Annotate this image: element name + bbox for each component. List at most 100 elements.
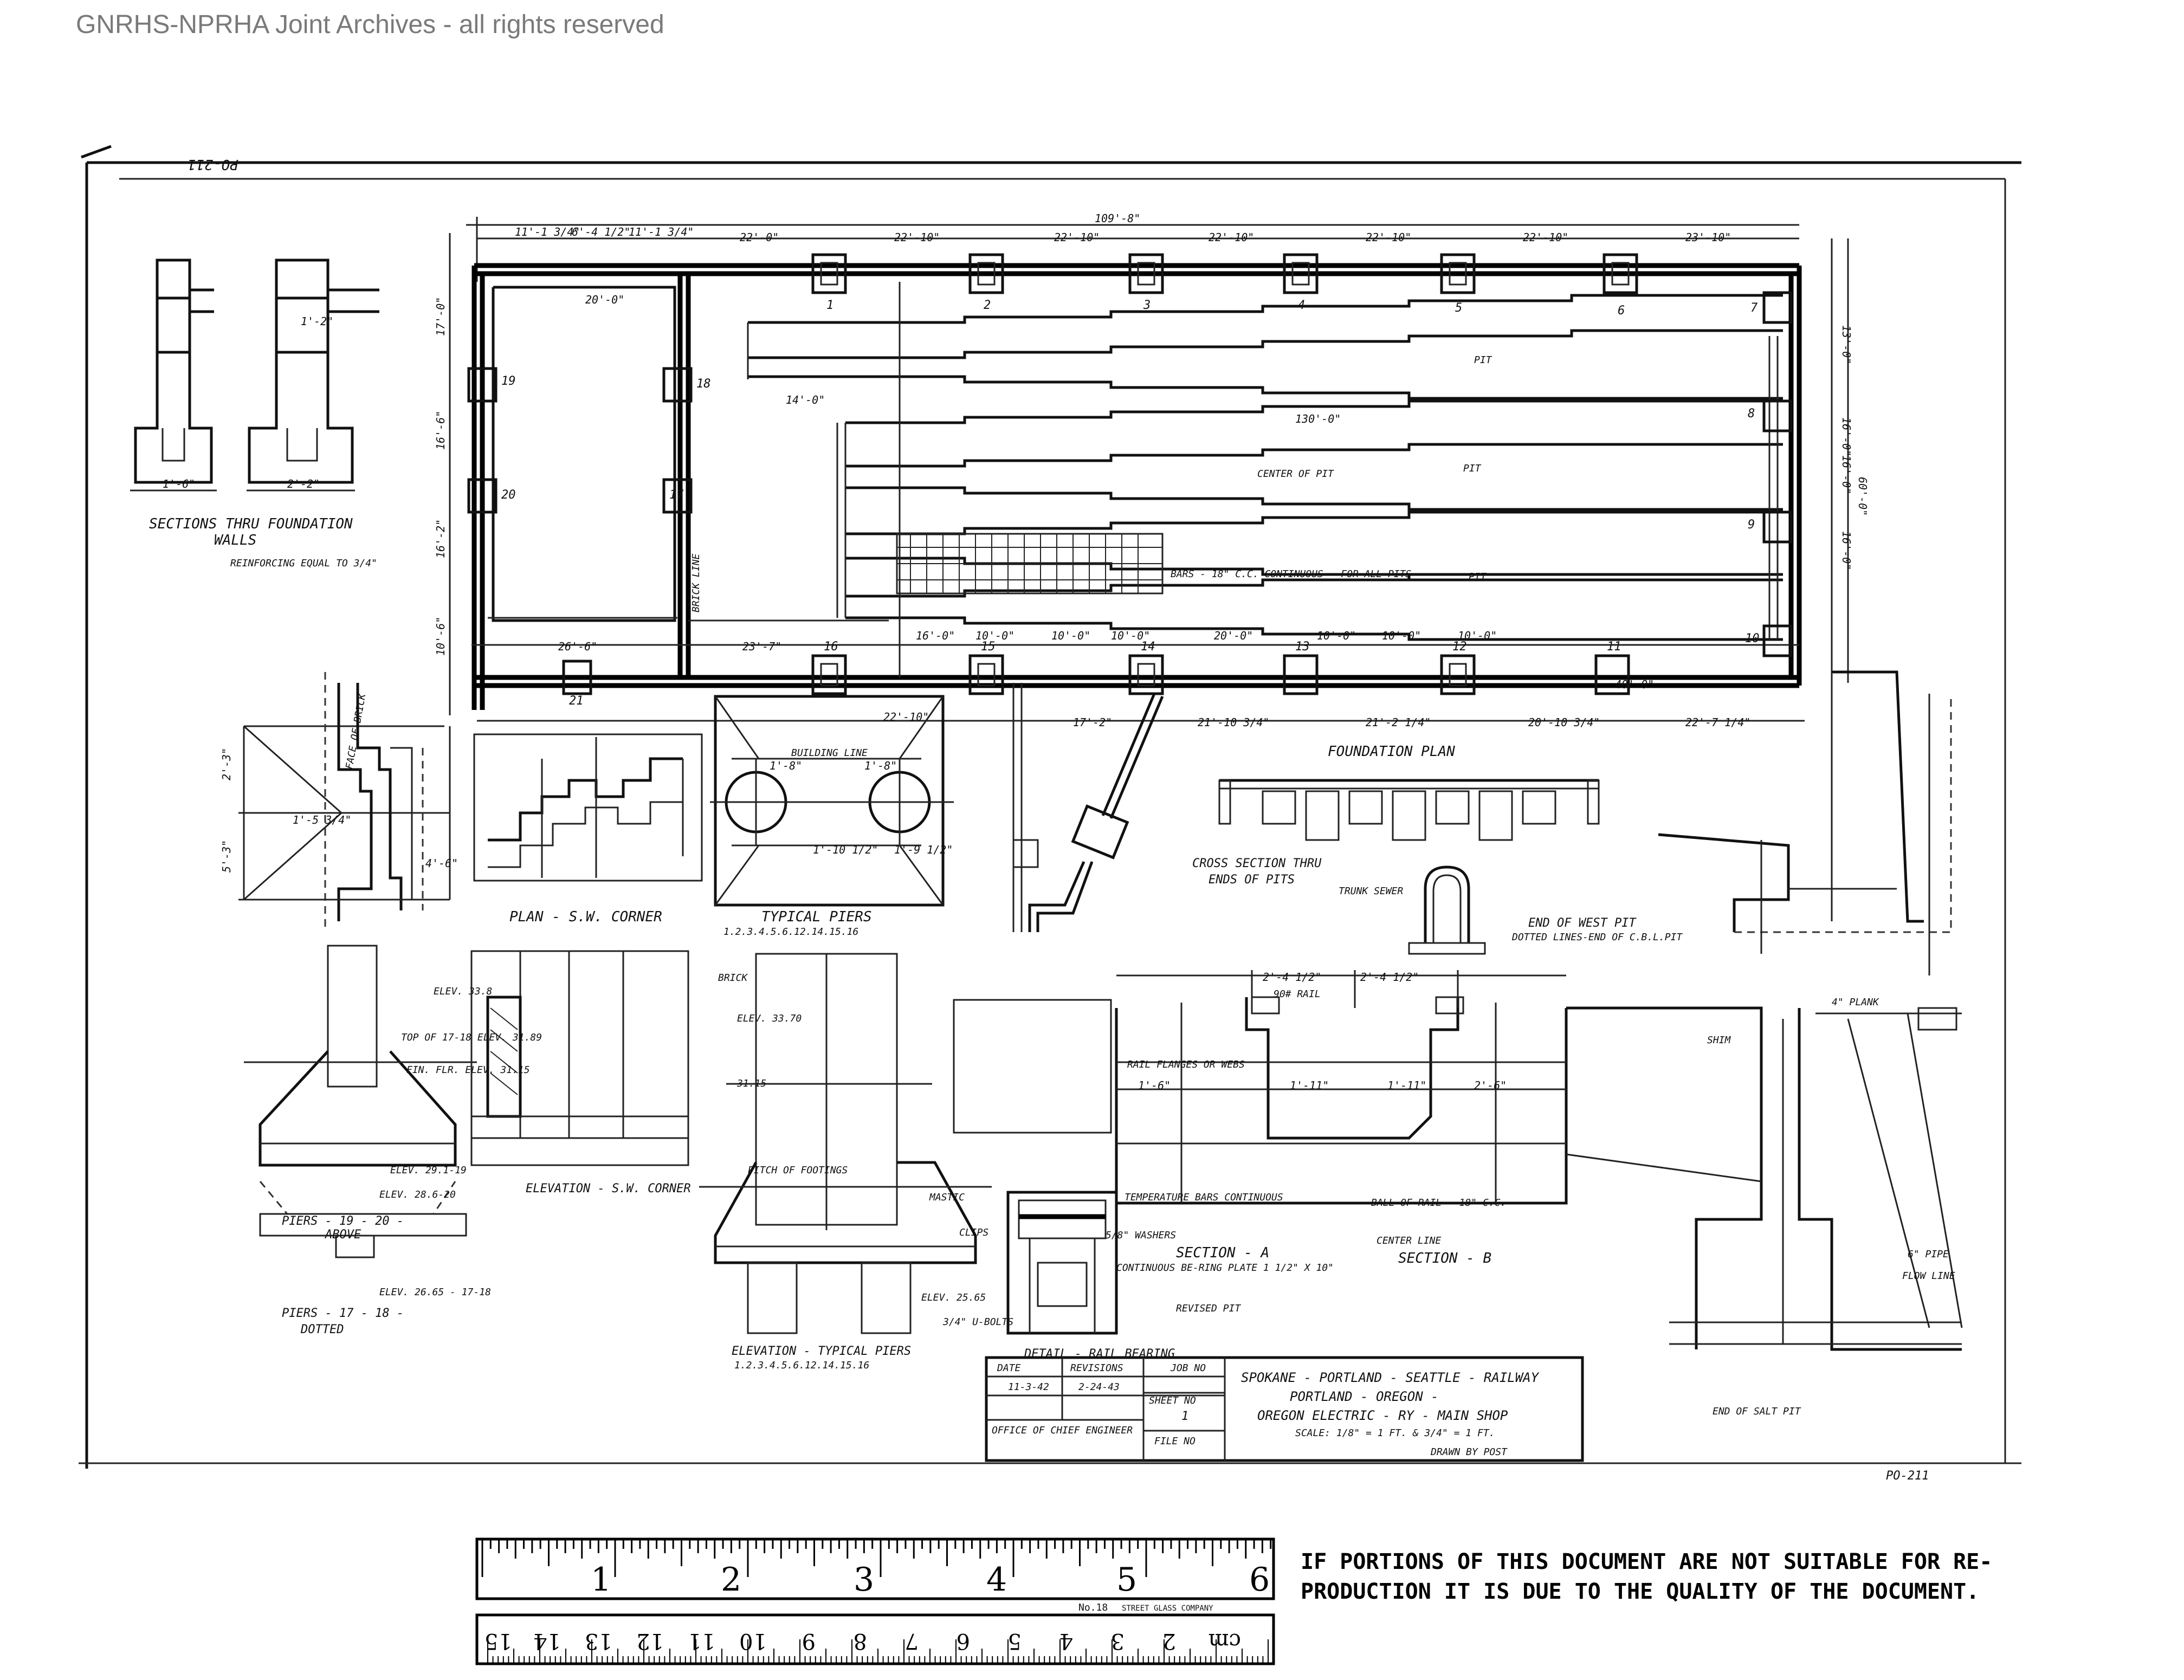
section-a-label: BALL OF RAIL - 18" C.C. (1371, 1197, 1506, 1209)
dim-label: 10'-0" (1111, 629, 1150, 642)
overall-length: 109'-8" (1095, 212, 1140, 225)
dim-label: 16'-0" (1840, 455, 1853, 494)
pier-number: 1 (826, 299, 833, 312)
pier-number: 18 (696, 377, 711, 391)
dim-label: 2'-6" (1474, 1079, 1507, 1092)
dim-label: 1'-2" (301, 315, 333, 328)
elev-label: ELEV. 29.1-19 (390, 1165, 467, 1176)
title-block (985, 1356, 1584, 1462)
elev-label: ELEV. 28.6-20 (379, 1189, 456, 1200)
ruler-inch-label: 4 (986, 1561, 1007, 1599)
ruler-cm-label: 14 (533, 1629, 561, 1653)
notice-line-2: PRODUCTION IT IS DUE TO THE QUALITY OF T… (1301, 1579, 1979, 1604)
foundation-plan (449, 217, 1849, 722)
dim-label: 16'-0" (916, 629, 955, 642)
end-salt-pit-label: END OF SALT PIT (1713, 1406, 1801, 1417)
ruler-inch-label: 2 (721, 1561, 741, 1599)
dim-label: 22'-10" (1523, 231, 1568, 244)
center-of-pit-label: CENTER OF PIT (1257, 468, 1334, 480)
width-20: 20'-0" (585, 293, 624, 306)
dim-label: 1'-11" (1290, 1079, 1329, 1092)
dim-label: 20'-10 3/4" (1528, 716, 1600, 729)
wall-sections: 1'-6" 2'-2" 1'-2" (130, 259, 379, 492)
ruler-inch-label: 1 (591, 1561, 611, 1599)
job-label: JOB NO (1170, 1362, 1206, 1374)
pier-number: 8 (1748, 407, 1755, 421)
pier-number: 4 (1298, 299, 1305, 312)
dim-label: 1'-9 1/2" (894, 843, 953, 856)
dim-label: 22'-0" (740, 231, 779, 244)
dim-label: 16'-0" (1840, 417, 1853, 456)
pitch-label: PITCH OF FOOTINGS (748, 1165, 848, 1176)
ruler-cm-label: 7 (905, 1629, 919, 1653)
dim-label: 21'-10 3/4" (1198, 716, 1269, 729)
ruler-inch-label: 6 (1249, 1561, 1270, 1599)
ruler-cm-label: 8 (854, 1629, 867, 1653)
pier-number: 2 (984, 299, 991, 312)
typical-piers-title: TYPICAL PIERS (761, 909, 872, 925)
detail-label: CLIPS (959, 1227, 988, 1238)
pit-label: PIT (1474, 354, 1492, 366)
pier-number: 11 (1607, 640, 1621, 654)
typical-piers-subtitle: 1.2.3.4.5.6.12.14.15.16 (723, 926, 858, 938)
dim-label: 16'-0" (1840, 531, 1853, 570)
pier-number: 13 (1295, 640, 1310, 654)
brick-line-label: BRICK LINE (690, 553, 702, 612)
pier-number: 6 (1618, 304, 1625, 318)
sections-walls-note: REINFORCING EQUAL TO 3/4" (230, 558, 377, 569)
face-of-brick-label: FACE OF BRICK (344, 692, 368, 770)
cross-section-title2: ENDS OF PITS (1209, 873, 1295, 887)
pier-number: 14 (1141, 640, 1155, 654)
ruler-cm-label: 4 (1059, 1629, 1073, 1653)
dim-label: 1'-8" (770, 759, 802, 772)
ruler-cm-label: 3 (1111, 1629, 1125, 1653)
pier-number: 7 (1750, 301, 1758, 315)
brick-label: BRICK (718, 972, 748, 984)
section-a-title: SECTION - A (1176, 1245, 1269, 1261)
pier-number: 9 (1748, 518, 1755, 532)
dim-label: 5'-3" (220, 840, 233, 873)
dim-label: 1'-8" (864, 759, 897, 772)
plan-sw-corner: 2'-3" 5'-3" 1'-5 3/4" 4'-6" FACE OF BRIC… (220, 672, 458, 932)
detail-label: CONTINUOUS BE-RING PLATE 1 1/2" X 10" (1116, 1262, 1334, 1274)
archive-watermark: GNRHS-NPRHA Joint Archives - all rights … (76, 10, 664, 39)
cross-section-pits (1218, 779, 1600, 955)
pit-label: PIT (1463, 463, 1482, 474)
dim-label: 10'-0" (1051, 629, 1090, 642)
end-west-pit-subtitle: DOTTED LINES-END OF C.B.L.PIT (1511, 932, 1683, 943)
plank-label: 4" PLANK (1832, 997, 1879, 1008)
rail-bearing-detail (1006, 1191, 1118, 1335)
dim-label: 1'-6" (163, 477, 195, 490)
dim-label: 23'-7" (742, 640, 781, 653)
elevation-typical-title: ELEVATION - TYPICAL PIERS (732, 1345, 911, 1358)
pit-tracks (747, 294, 1783, 641)
city-name: PORTLAND - OREGON - (1290, 1389, 1439, 1404)
dim-label: 22'-10" (894, 231, 940, 244)
section-a-label: REVISED PIT (1176, 1303, 1241, 1314)
pier-number: 17 (669, 488, 684, 502)
sheet-mark-bottom: PO-211 (1886, 1469, 1929, 1483)
dim-label: 1'-6" (1138, 1079, 1171, 1092)
dim-label: 10'-6" (434, 617, 447, 656)
ruler-cm-label: 15 (484, 1629, 512, 1653)
section-a-label: TEMPERATURE BARS CONTINUOUS (1125, 1192, 1283, 1203)
dim-label: 22'-10" (883, 710, 929, 723)
pier-footings (467, 253, 1793, 695)
pier-number: 10 (1745, 632, 1760, 645)
dim-label: 22'-10" (1366, 231, 1411, 244)
sections-walls-title: SECTIONS THRU FOUNDATION (149, 516, 353, 532)
dim-label: 2'-4 1/2" (1360, 971, 1419, 984)
elevation-typical-subtitle: 1.2.3.4.5.6.12.14.15.16 (734, 1360, 869, 1371)
ruler-maker: STREET GLASS COMPANY (1122, 1604, 1213, 1613)
pier-number: 20 (501, 488, 516, 502)
date-label: DATE (997, 1362, 1021, 1374)
dim-label: 10'-0" (975, 629, 1015, 642)
dim-label: 21'-2 1/4" (1366, 716, 1431, 729)
dim-label: 2'-2" (287, 477, 320, 490)
detail-label: 5/8" WASHERS (1106, 1230, 1176, 1241)
measuring-ruler: 1 2 3 4 5 6 No.18 STREET GLASS COMPANY c… (475, 1537, 1275, 1665)
sheet-number: 1 (1181, 1410, 1188, 1423)
sewer-line (1012, 683, 1164, 932)
pier-number: 5 (1455, 301, 1462, 315)
